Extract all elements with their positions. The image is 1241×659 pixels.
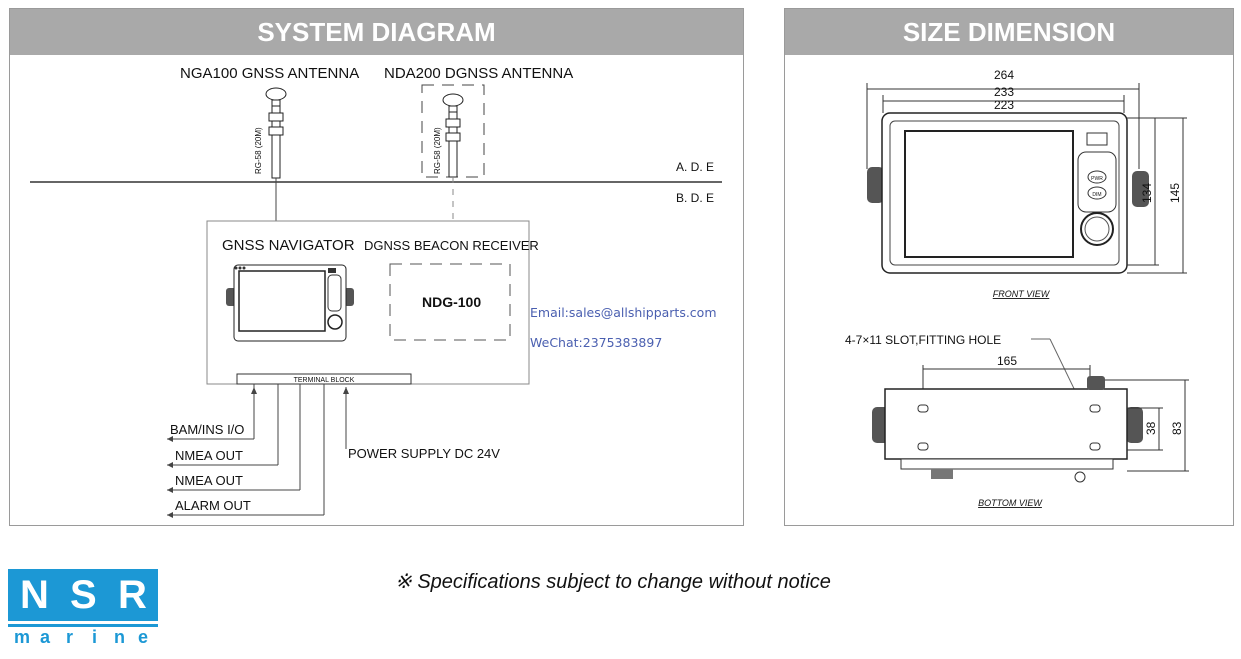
system-diagram-panel: SYSTEM DIAGRAM NGA100 GNSS ANTENNA NDA20… [9, 8, 744, 526]
slot-label: 4-7×11 SLOT,FITTING HOLE [845, 333, 1001, 347]
width-panel: 223 [994, 98, 1014, 112]
output-bam-label: BAM/INS I/O [170, 422, 244, 437]
power-supply-label: POWER SUPPLY DC 24V [348, 446, 500, 461]
output-nmea2-label: NMEA OUT [175, 473, 243, 488]
bde-label: B. D. E [676, 191, 714, 205]
dgnss-antenna-icon [442, 93, 464, 178]
receiver-unit-box [389, 263, 511, 341]
size-dimension-title: SIZE DIMENSION [785, 9, 1233, 55]
nsr-marine-logo: N S R m a r i n e [8, 569, 158, 647]
width-body: 233 [994, 85, 1014, 99]
width-overall: 264 [994, 68, 1014, 82]
pwr-button-label: PWR [1091, 176, 1103, 182]
size-dimension-drawing: 264 233 223 PWR DIM 134 145 [845, 68, 1189, 508]
system-diagram-title: SYSTEM DIAGRAM [10, 9, 743, 55]
size-dimension-panel: SIZE DIMENSION 264 233 223 [784, 8, 1234, 526]
contact-email: Email:sales@allshipparts.com [530, 305, 717, 320]
dim-button-label: DIM [1092, 192, 1101, 198]
contact-wechat: WeChat:2375383897 [530, 335, 663, 350]
receiver-label: DGNSS BEACON RECEIVER [364, 238, 539, 253]
navigator-label: GNSS NAVIGATOR [222, 237, 355, 254]
depth-overall: 83 [1170, 421, 1184, 435]
front-view-device-icon [867, 112, 1149, 274]
cable1-label: RG-58 (20M) [254, 127, 263, 174]
antenna2-label: NDA200 DGNSS ANTENNA [384, 65, 573, 82]
output-alarm-label: ALARM OUT [175, 498, 251, 513]
system-diagram-drawing: NGA100 GNSS ANTENNA NDA200 DGNSS ANTENNA… [30, 65, 722, 518]
height-overall: 145 [1168, 183, 1182, 203]
antenna1-label: NGA100 GNSS ANTENNA [180, 65, 359, 82]
output-nmea1-label: NMEA OUT [175, 448, 243, 463]
ade-label: A. D. E [676, 160, 714, 174]
hole-spacing: 165 [997, 354, 1017, 368]
navigator-device-icon [226, 264, 354, 342]
depth-slot: 38 [1144, 421, 1158, 435]
cable2-label: RG-58 (20M) [433, 127, 442, 174]
receiver-model-label: NDG-100 [422, 294, 481, 310]
gnss-antenna-icon [265, 87, 287, 179]
specifications-note: ※ Specifications subject to change witho… [395, 571, 831, 593]
bottom-view-device-icon [872, 376, 1143, 483]
terminal-block-label: TERMINAL BLOCK [294, 377, 355, 384]
bottom-view-label: BOTTOM VIEW [978, 498, 1043, 508]
height-body: 134 [1140, 183, 1154, 203]
front-view-label: FRONT VIEW [993, 289, 1051, 299]
